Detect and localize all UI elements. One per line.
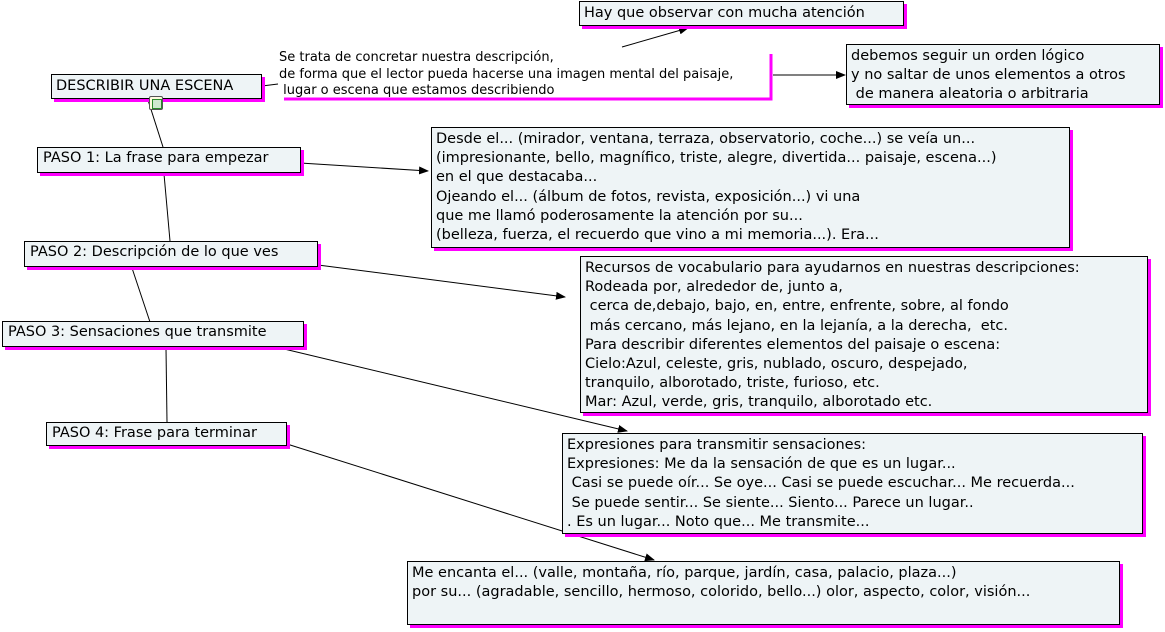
- edge-step2-detail2: [317, 264, 566, 300]
- order-node[interactable]: debemos seguir un orden lógico y no salt…: [846, 44, 1160, 105]
- detail-1-line-1: Desde el... (mirador, ventana, terraza, …: [436, 131, 976, 147]
- description-underline: [284, 54, 773, 101]
- order-line-2: y no saltar de unos elementos a otros: [851, 67, 1126, 84]
- edge-step2-step3: [131, 267, 151, 323]
- detail-2-line-7: tranquilo, alborotado, triste, furioso, …: [585, 375, 880, 392]
- detail-2-line-1: Recursos de vocabulario para ayudarnos e…: [585, 260, 1080, 276]
- observe-node[interactable]: Hay que observar con mucha atención: [579, 1, 904, 26]
- step-3-label: PASO 3: Sensaciones que transmite: [8, 324, 267, 340]
- detail-1-line-5: que me llamó poderosamente la atención p…: [436, 207, 803, 224]
- detail-2-node[interactable]: Recursos de vocabulario para ayudarnos e…: [580, 256, 1148, 413]
- step-3-node[interactable]: PASO 3: Sensaciones que transmite: [2, 321, 304, 347]
- root-title: DESCRIBIR UNA ESCENA: [56, 78, 234, 94]
- detail-3-node[interactable]: Expresiones para transmitir sensaciones:…: [562, 433, 1143, 534]
- edge-step1-detail1: [299, 162, 429, 175]
- detail-3-line-1: Expresiones para transmitir sensaciones:: [567, 437, 867, 453]
- detail-1-line-2: (impresionante, bello, magnífico, triste…: [436, 150, 997, 167]
- root-node[interactable]: DESCRIBIR UNA ESCENA: [51, 74, 262, 99]
- edge-step3-step4: [165, 347, 168, 423]
- edge-step1-step2: [163, 173, 171, 242]
- order-line-3: de manera aleatoria o arbitraria: [851, 86, 1089, 103]
- detail-4-line-2: por su... (agradable, sencillo, hermoso,…: [412, 584, 1031, 601]
- detail-2-line-3: cerca de,debajo, bajo, en, entre, enfren…: [585, 298, 1009, 315]
- detail-1-node[interactable]: Desde el... (mirador, ventana, terraza, …: [431, 127, 1070, 248]
- detail-3-line-3: Casi se puede oír... Se oye... Casi se p…: [567, 475, 1075, 492]
- step-4-node[interactable]: PASO 4: Frase para terminar: [46, 422, 287, 446]
- detail-3-line-2: Expresiones: Me da la sensación de que e…: [567, 456, 956, 473]
- detail-2-line-2: Rodeada por, alrededor de, junto a,: [585, 279, 843, 296]
- edge-description-observe: [621, 26, 689, 48]
- detail-2-line-4: más cercano, más lejano, en la lejanía, …: [585, 317, 1008, 334]
- detail-4-node[interactable]: Me encanta el... (valle, montaña, río, p…: [407, 561, 1120, 625]
- observe-text: Hay que observar con mucha atención: [584, 5, 865, 21]
- step-1-node[interactable]: PASO 1: La frase para empezar: [37, 147, 301, 173]
- detail-4-line-1: Me encanta el... (valle, montaña, río, p…: [412, 565, 957, 581]
- description-line-2: de forma que el lector pueda hacerse una…: [279, 66, 734, 82]
- detail-1-line-6: (belleza, fuerza, el recuerdo que vino a…: [436, 227, 879, 244]
- order-line-1: debemos seguir un orden lógico: [851, 48, 1085, 64]
- step-2-label: PASO 2: Descripción de lo que ves: [30, 244, 279, 260]
- description-line-1: Se trata de concretar nuestra descripció…: [279, 50, 554, 65]
- detail-1-line-3: en el que destacaba...: [436, 169, 598, 186]
- detail-2-line-5: Para describir diferentes elementos del …: [585, 336, 1001, 353]
- detail-3-line-5: . Es un lugar... Noto que... Me transmit…: [567, 513, 870, 530]
- detail-2-line-8: Mar: Azul, verde, gris, tranquilo, albor…: [585, 394, 933, 411]
- edge-root-description: [261, 83, 279, 87]
- detail-1-line-4: Ojeando el... (álbum de fotos, revista, …: [436, 188, 861, 205]
- note-icon[interactable]: [149, 96, 163, 110]
- detail-3-line-4: Se puede sentir... Se siente... Siento..…: [567, 494, 974, 511]
- edge-step4-detail4: [286, 443, 655, 562]
- description-text: Se trata de concretar nuestra descripció…: [279, 50, 733, 100]
- step-1-label: PASO 1: La frase para empezar: [43, 150, 269, 166]
- step-2-node[interactable]: PASO 2: Descripción de lo que ves: [24, 241, 318, 267]
- step-4-label: PASO 4: Frase para terminar: [52, 425, 257, 441]
- description-line-3: lugar o escena que estamos describiendo: [279, 83, 555, 98]
- detail-2-line-6: Cielo:Azul, celeste, gris, nublado, oscu…: [585, 356, 968, 373]
- edge-step3-detail3: [279, 347, 628, 433]
